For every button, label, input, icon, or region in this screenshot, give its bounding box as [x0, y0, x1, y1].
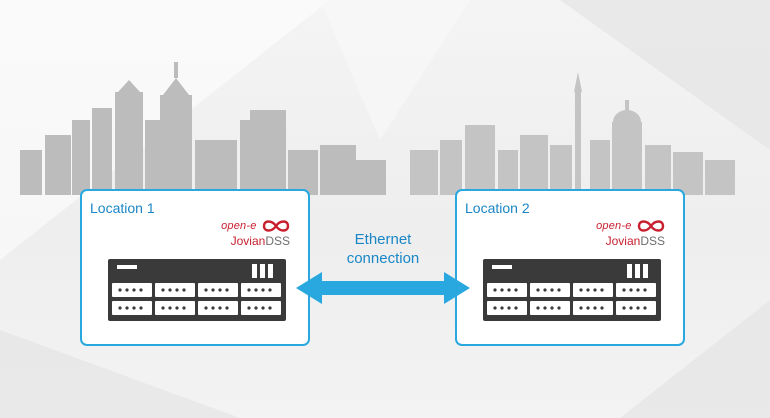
open-e-logo-icon [637, 220, 665, 232]
location-box-1: Location 1 open-e JovianDSS [80, 189, 310, 346]
server-rack-icon [483, 259, 661, 321]
double-arrow-icon [296, 272, 470, 304]
open-e-brand: open-e JovianDSS [596, 217, 665, 248]
product-name: JovianDSS [230, 234, 290, 248]
server-rack-icon [108, 259, 286, 321]
location-label: Location 1 [90, 200, 155, 216]
connection-label: Ethernet connection [320, 230, 446, 268]
brand-name: open-e [596, 219, 632, 232]
product-name: JovianDSS [605, 234, 665, 248]
connection-label-line2: connection [346, 250, 420, 267]
brand-name: open-e [221, 219, 257, 232]
location-label: Location 2 [465, 200, 530, 216]
left-skyline [20, 62, 386, 195]
right-skyline [410, 72, 735, 195]
connection-label-line1: Ethernet [354, 231, 412, 248]
open-e-brand: open-e JovianDSS [221, 217, 290, 248]
location-box-2: Location 2 open-e JovianDSS [455, 189, 685, 346]
open-e-logo-icon [262, 220, 290, 232]
